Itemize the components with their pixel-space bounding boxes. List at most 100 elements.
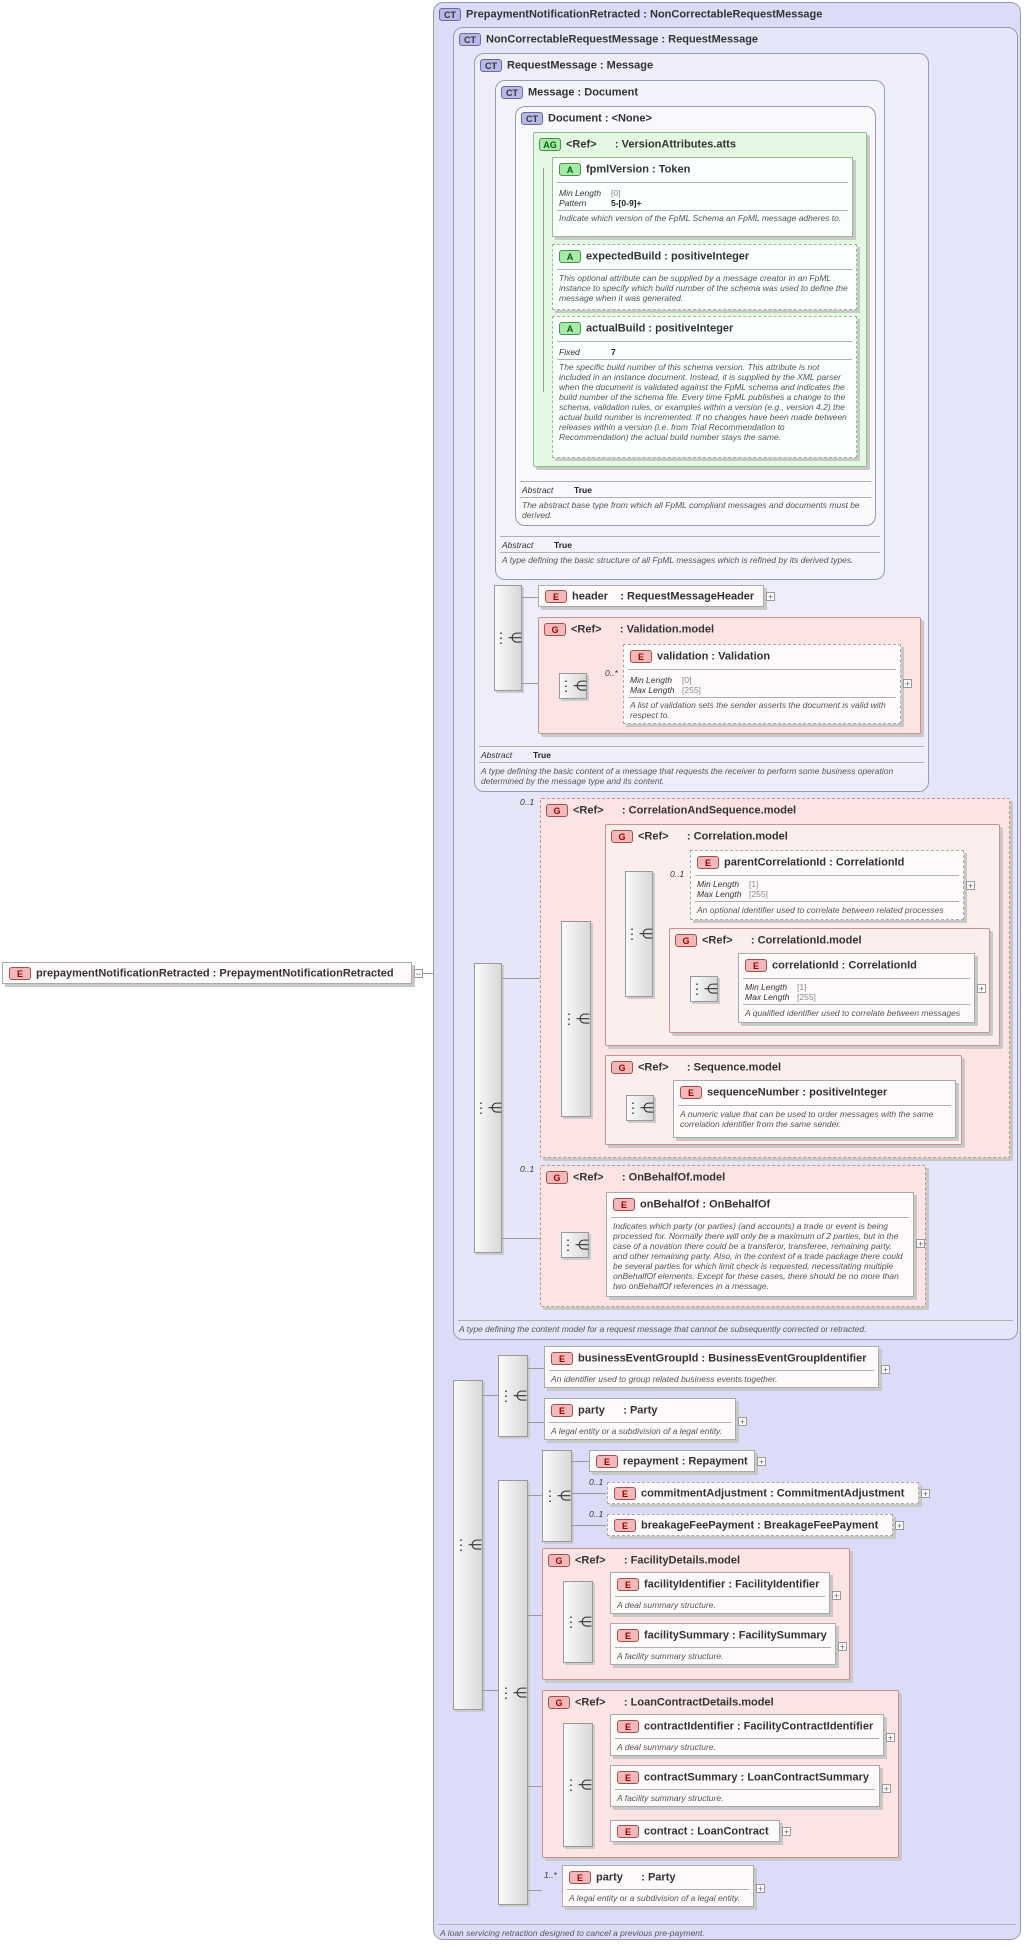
sequence-compositor-icon: ⋮⋲ [559,677,587,694]
group-name: OnBehalfOf.model [628,1171,726,1184]
divider [743,978,970,979]
connector [572,1493,606,1494]
connector [528,1615,542,1616]
sequence-compositor[interactable]: ⋮⋲ [494,585,522,691]
group-icon: G [548,1554,570,1567]
sequence-compositor[interactable]: ⋮⋲ [563,1581,593,1663]
connector [528,1422,545,1423]
expand-plus-icon[interactable]: + [882,1784,891,1794]
sequence-compositor[interactable]: ⋮⋲ [690,976,718,1002]
cardinality: 0..1 [520,797,535,807]
sequence-compositor-icon: ⋮⋲ [690,980,718,997]
expand-plus-icon[interactable]: + [977,984,986,994]
complex-type-icon: CT [501,86,523,99]
sequence-compositor[interactable]: ⋮⋲ [625,871,653,997]
expand-plus-icon[interactable]: + [757,1457,766,1467]
sequence-compositor[interactable]: ⋮⋲ [559,673,587,699]
expand-plus-icon[interactable]: + [838,1642,847,1652]
sequence-compositor-icon: ⋮⋲ [626,1099,654,1116]
group-name: Validation.model [626,623,715,636]
type-name: RequestMessage [507,59,597,72]
complex-type-icon: CT [439,8,461,21]
connector [572,1525,606,1526]
divider [743,1004,970,1005]
choice-compositor[interactable]: ⋮⋲ [542,1450,572,1542]
type-base: <None> [611,112,652,125]
expand-plus-icon[interactable]: + [895,1521,904,1531]
sequence-compositor[interactable]: ⋮⋲ [563,1723,593,1847]
sequence-compositor-icon: ⋮⋲ [499,1387,527,1404]
sequence-compositor-icon: ⋮⋲ [561,1236,589,1253]
element-badge: E [617,1720,639,1733]
expand-plus-icon[interactable]: + [881,1365,890,1375]
type-name: Document [548,112,602,125]
attr-doc: This optional attribute can be supplied … [559,273,848,303]
sequence-compositor[interactable]: ⋮⋲ [561,921,591,1117]
attribute-group-icon: AG [539,138,561,151]
choice-compositor[interactable]: ⋮⋲ [453,1380,483,1710]
expand-plus-icon[interactable]: − [414,969,423,979]
expand-plus-icon[interactable]: + [966,881,975,891]
element-doc: A deal summary structure. [617,1600,716,1610]
sequence-compositor[interactable]: ⋮⋲ [474,963,502,1253]
divider [678,1105,951,1106]
group-icon: G [611,830,633,843]
attribute-icon: A [559,322,581,335]
expand-plus-icon[interactable]: + [766,592,775,602]
element-doc: A qualified identifier used to correlate… [745,1008,961,1018]
group-icon: G [546,804,568,817]
divider [557,182,848,183]
connector [572,1461,590,1462]
expand-plus-icon[interactable]: + [916,1239,925,1249]
expand-plus-icon[interactable]: + [832,1591,841,1601]
group-icon: G [544,623,566,636]
element-badge: E [680,1086,702,1099]
sequence-compositor-icon: ⋮⋲ [564,1613,592,1630]
expand-plus-icon[interactable]: + [738,1417,747,1427]
sequence-compositor[interactable]: ⋮⋲ [561,1232,589,1258]
expand-plus-icon[interactable]: + [886,1733,895,1743]
sequence-compositor[interactable]: ⋮⋲ [626,1095,654,1121]
sequence-compositor[interactable]: ⋮⋲ [498,1355,528,1437]
expand-plus-icon[interactable]: + [903,679,912,689]
expand-plus-icon[interactable]: + [756,1884,765,1894]
group-name: CorrelationId.model [757,934,862,947]
sequence-compositor[interactable]: ⋮⋲ [498,1480,528,1905]
expand-plus-icon[interactable]: + [782,1827,791,1837]
expand-plus-icon[interactable]: + [921,1489,930,1499]
element-doc: An optional identifier used to correlate… [697,905,944,915]
element-badge: E [596,1455,618,1468]
complex-type-icon: CT [480,59,502,72]
element-badge: E [617,1771,639,1784]
connector [522,683,542,684]
connector [502,978,540,979]
element-badge: E [617,1629,639,1642]
connector [413,973,433,974]
element-badge: E [630,650,652,663]
connector [528,1890,542,1891]
